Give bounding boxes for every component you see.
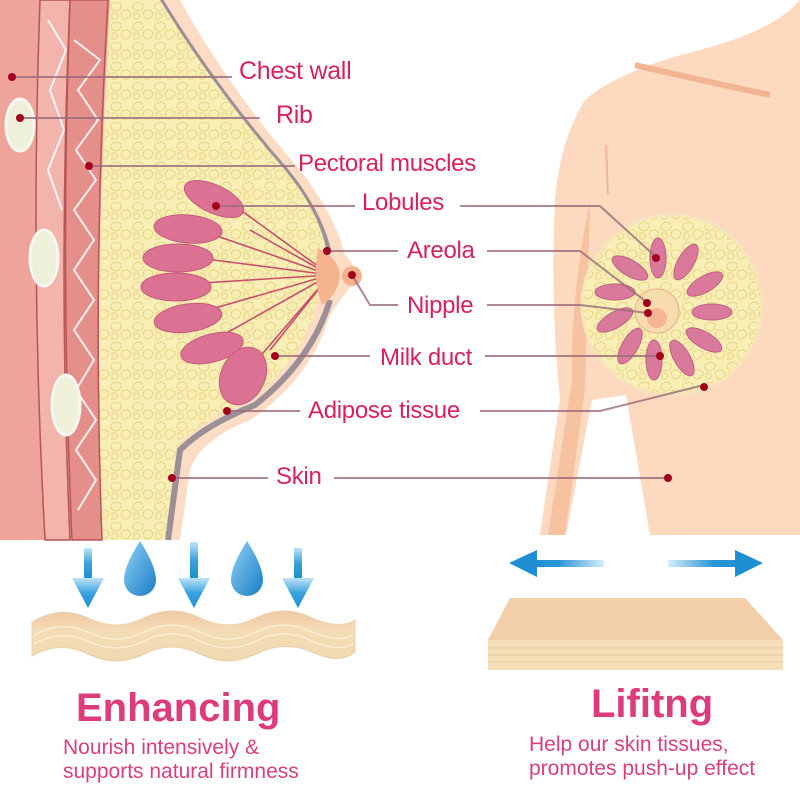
label-pectoral-muscles: Pectoral muscles: [298, 150, 476, 177]
wavy-skin-layer: [31, 610, 356, 662]
cross-section-illustration: [0, 0, 362, 541]
label-skin: Skin: [276, 463, 322, 490]
label-lobules: Lobules: [362, 189, 444, 216]
label-milk-duct: Milk duct: [380, 344, 472, 371]
down-arrow-icon: [72, 542, 314, 608]
label-nipple: Nipple: [407, 292, 474, 319]
label-chest-wall: Chest wall: [239, 57, 352, 85]
label-rib: Rib: [276, 101, 313, 129]
enhancing-title: Enhancing: [76, 686, 281, 730]
lifting-description-line-2: promotes push-up effect: [529, 757, 756, 780]
label-adipose-tissue: Adipose tissue: [308, 397, 460, 424]
enhancing-description-line-2: supports natural firmness: [63, 760, 299, 783]
flat-skin-layer-top: [488, 598, 783, 640]
marker-dots: [8, 73, 708, 482]
enhancing-illustration: [31, 541, 356, 662]
right-arrow-icon: [668, 550, 763, 577]
enhancing-description-line-1: Nourish intensively &: [63, 736, 260, 759]
label-areola: Areola: [407, 237, 475, 264]
leader-lines: [12, 76, 701, 479]
lifting-illustration: [488, 550, 783, 670]
left-arrow-icon: [509, 550, 604, 577]
lifting-title: Lifitng: [591, 682, 714, 726]
front-view-illustration: [540, 0, 800, 535]
lifting-description-line-1: Help our skin tissues,: [529, 733, 729, 756]
water-drop-icon: [124, 541, 263, 596]
